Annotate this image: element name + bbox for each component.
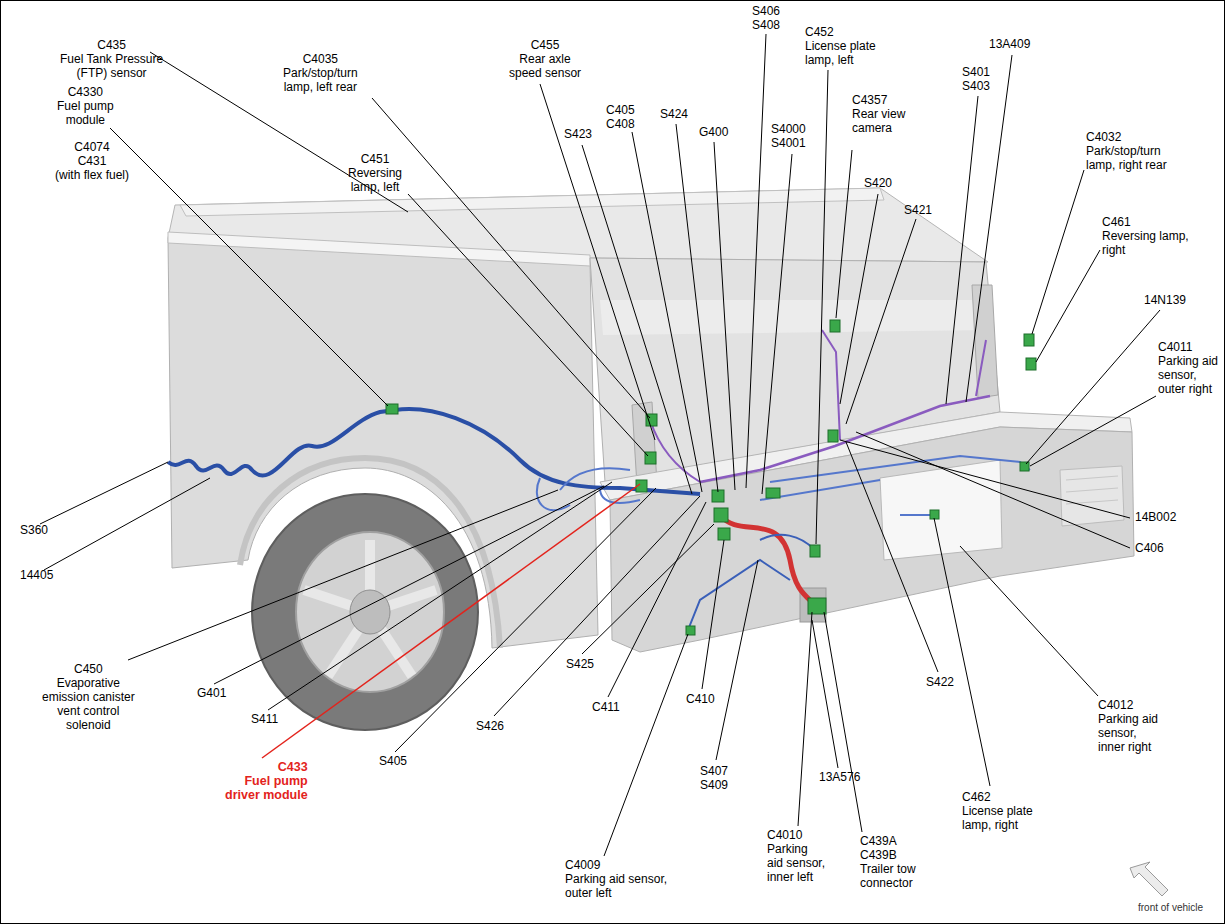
callout-label: S407 S409 xyxy=(700,764,728,792)
bed-rail-far xyxy=(180,188,884,216)
callout-label: C405 C408 xyxy=(606,103,635,131)
callout-label: S4000 S4001 xyxy=(771,122,806,150)
callout-label: C4357 Rear view camera xyxy=(852,93,905,135)
step-rib xyxy=(1066,476,1118,480)
callout-label: C435 Fuel Tank Pressure (FTP) sensor xyxy=(60,38,163,80)
license-plate-recess xyxy=(880,460,1002,560)
callout-label: C410 xyxy=(686,692,715,706)
callout-label: C450 Evaporative emission canister vent … xyxy=(42,662,135,732)
callout-label: 14405 xyxy=(20,568,53,582)
callout-label: C4009 Parking aid sensor, outer left xyxy=(565,858,667,900)
tire xyxy=(252,494,478,730)
callout-label: C411 xyxy=(592,700,620,714)
callout-label: S423 xyxy=(564,127,592,141)
step-rib xyxy=(1066,488,1118,492)
callout-label: G401 xyxy=(197,686,226,700)
bumper-face xyxy=(610,427,1134,652)
wheel-rim xyxy=(296,532,444,692)
callout-label: S425 xyxy=(566,657,594,671)
blue-wire xyxy=(760,456,1030,515)
callout-label: C4012 Parking aid sensor, inner right xyxy=(1098,698,1158,754)
callout-label: S420 xyxy=(864,176,892,190)
callout-label: C4032 Park/stop/turn lamp, right rear xyxy=(1086,130,1167,172)
callout-label: S426 xyxy=(476,719,504,733)
blue-wire xyxy=(688,535,815,630)
callout-label: S360 xyxy=(20,523,48,537)
main-harness xyxy=(168,409,700,494)
callout-label: C4035 Park/stop/turn lamp, left rear xyxy=(283,52,358,94)
callout-label: 14B002 xyxy=(1135,510,1176,524)
highlight-callout: C433 Fuel pump driver module xyxy=(225,760,308,802)
callout-label: C455 Rear axle speed sensor xyxy=(509,38,581,80)
callout-label: C4330 Fuel pump module xyxy=(57,85,114,127)
callout-label: C452 License plate lamp, left xyxy=(805,25,876,67)
callout-label: 14N139 xyxy=(1144,293,1186,307)
callout-label: C4011 Parking aid sensor, outer right xyxy=(1158,340,1218,396)
wheel-spokes xyxy=(304,540,436,676)
front-arrow xyxy=(1130,862,1168,896)
callout-label: S406 S408 xyxy=(752,4,780,32)
callout-label: C461 Reversing lamp, right xyxy=(1102,215,1189,257)
callout-label: S405 xyxy=(379,754,407,768)
callout-label: C451 Reversing lamp, left xyxy=(348,152,402,194)
callout-label: C439A C439B Trailer tow connector xyxy=(860,834,916,890)
highlight-leader xyxy=(262,484,640,758)
callout-label: 13A409 xyxy=(989,37,1030,51)
callout-label: C4074 C431 (with flex fuel) xyxy=(55,140,129,182)
red-harness xyxy=(720,515,815,605)
callout-label: S424 xyxy=(660,107,688,121)
callout-label: S411 xyxy=(251,712,278,726)
callout-label: C462 License plate lamp, right xyxy=(962,790,1033,832)
leader-lines xyxy=(40,34,1160,856)
connector-symbols xyxy=(386,320,1036,635)
tailgate-shade xyxy=(600,300,990,335)
callout-label: S422 xyxy=(926,675,954,689)
callout-label: S401 S403 xyxy=(962,65,990,93)
callout-label: C406 xyxy=(1135,541,1164,555)
callout-label: S421 xyxy=(904,203,932,217)
callout-label: front of vehicle xyxy=(1138,902,1203,914)
callout-label: C4010 Parking aid sensor, inner left xyxy=(767,828,825,884)
branch-wire xyxy=(537,468,640,510)
callout-label: G400 xyxy=(699,125,728,139)
bumper-step xyxy=(1060,466,1124,526)
callout-label: 13A576 xyxy=(819,770,860,784)
